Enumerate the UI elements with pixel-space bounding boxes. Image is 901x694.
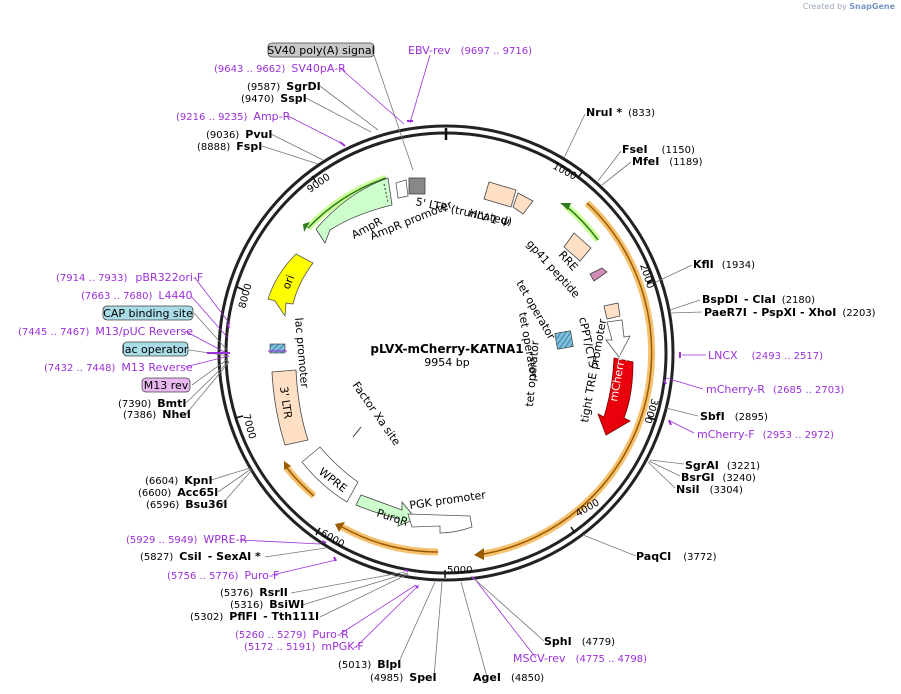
factorxa-label: Factor Xa site (350, 379, 404, 448)
enzyme-nhei: (7386)NheI (123, 408, 191, 421)
enzyme-blpi: (5013)BlpI (338, 658, 401, 671)
enzyme-bmti: (7390)BmtI (118, 397, 186, 410)
sv40-box (408, 177, 426, 195)
cppt-shape (603, 302, 621, 320)
enzyme-rsrii: (5376)RsrII (220, 586, 288, 599)
enzyme-bsu36i: (6596)Bsu36I (146, 498, 227, 511)
hiv1-shape (512, 192, 534, 215)
boxed-labels: SV40 poly(A) signal CAP binding site lac… (102, 42, 375, 393)
pgk-label: PGK promoter (409, 488, 487, 512)
primer-mscv-rev: MSCV-rev(4775 .. 4798) (513, 652, 647, 665)
enzyme-paqci: PaqCI(3772) (636, 550, 717, 563)
tick-label-6000: 6000 (319, 528, 347, 550)
enzyme-bsrgi: BsrGI(3240) (681, 471, 756, 484)
enzyme-fspi: (8888)FspI (197, 140, 262, 153)
enzyme-sgrai: SgrAI(3221) (685, 459, 760, 472)
primer-pbr322ori-f: (7914 .. 7933)pBR322ori-F (56, 271, 203, 284)
plasmid-name: pLVX-mCherry-KATNA1 (370, 342, 523, 356)
tick-label-8000: 8000 (237, 282, 254, 309)
enzyme-nrui: NruI *(833) (586, 106, 655, 119)
feature-shapes (267, 177, 634, 534)
enzyme-pflfi: (5302)PflFI- Tth111I (190, 610, 319, 623)
primer-wpre-r: (5929 .. 5949)WPRE-R (126, 533, 247, 546)
lacprom-label: lac promoter (292, 317, 311, 389)
tick-label-9000: 9000 (305, 172, 332, 196)
enzyme-csii: (5827)CsiI- SexAI * (140, 550, 261, 563)
lac-operator-shape (269, 343, 286, 354)
enzyme-labels: NruI *(833) FseI(1150) MfeI(1189) KflI(1… (118, 80, 876, 684)
leader-lines (184, 54, 706, 678)
enzyme-spei: (4985)SpeI (370, 671, 437, 684)
rre-shape (563, 232, 592, 262)
primer-puro-r: (5260 .. 5279)Puro-R (235, 628, 349, 641)
primer-l4440: (7663 .. 7680)L4440 (81, 289, 193, 302)
enzyme-pvui: (9036)PvuI (206, 128, 272, 141)
primer-mcherry-r: mCherry-R(2685 .. 2703) (706, 383, 844, 396)
plasmid-size: 9954 bp (424, 356, 469, 369)
enzyme-paer7i: PaeR7I- PspXI - XhoI(2203) (704, 306, 876, 319)
primer-puro-f: (5756 .. 5776)Puro-F (167, 569, 279, 582)
primer-mcherry-f: mCherry-F(2953 .. 2972) (697, 428, 834, 441)
pgk-shape (407, 513, 473, 534)
enzyme-sspi: (9470)SspI (241, 92, 307, 105)
enzyme-sphi: SphI(4779) (544, 635, 615, 648)
ori-label: ori (280, 273, 297, 291)
enzyme-bsiwi: (5316)BsiWI (230, 598, 304, 611)
tetop-shape (554, 330, 574, 350)
orf-arcs (284, 174, 656, 560)
primer-m13-rev: (7432 .. 7448)M13 Reverse (44, 361, 193, 374)
enzyme-sbfi: SbfI(2895) (700, 410, 768, 423)
enzyme-mfei: MfeI(1189) (632, 155, 703, 168)
snapgene-watermark: Created by SnapGene (802, 2, 895, 11)
enzyme-kpni: (6604)KpnI (145, 474, 213, 487)
ltr5-shape (483, 181, 517, 208)
ltr3-shape (271, 369, 309, 446)
puror-shape (355, 494, 417, 527)
tre-arrow (605, 319, 631, 358)
enzyme-agei: AgeI(4850) (473, 671, 544, 684)
ori-arrow (267, 253, 314, 318)
ampr-arrow (315, 177, 393, 244)
enzyme-bspdi: BspDI- ClaI(2180) (702, 293, 815, 306)
tick-label-5000: 5000 (447, 565, 472, 576)
mcherry-arrow (597, 357, 634, 436)
primer-labels: EBV-rev(9697 .. 9716) (9643 .. 9662)SV40… (18, 44, 844, 665)
enzyme-fsei: FseI(1150) (622, 143, 695, 156)
primer-sv40pa-r: (9643 .. 9662)SV40pA-R (214, 62, 346, 75)
tetop3-label: tet operator (523, 340, 542, 408)
ltr3-label: 3' LTR (277, 386, 294, 420)
m13rev-label: M13 rev (144, 379, 189, 392)
sv40-label: SV40 poly(A) signal (267, 44, 374, 57)
enzyme-sgrdi: (9587)SgrDI (247, 80, 321, 93)
gp41-shape (589, 267, 608, 282)
backbone-ticks (234, 128, 657, 578)
primer-amp-r: (9216 .. 9235)Amp-R (176, 110, 291, 123)
primer-ebv-rev: EBV-rev(9697 .. 9716) (408, 44, 532, 57)
lacop-label: lac operator (122, 343, 189, 356)
enzyme-kfli: KflI(1934) (693, 258, 755, 271)
primer-mpgk-f: (5172 .. 5191)mPGK-F (244, 640, 364, 653)
amppromoter-arrow (395, 179, 409, 199)
plasmid-title: pLVX-mCherry-KATNA1 9954 bp (370, 342, 523, 369)
primer-m13puc-rev: (7445 .. 7467)M13/pUC Reverse (18, 325, 193, 338)
primer-marks (207, 120, 681, 589)
enzyme-nsii: NsiI(3304) (676, 483, 743, 496)
cap-label: CAP binding site (103, 307, 193, 320)
enzyme-acc65i: (6600)Acc65I (138, 486, 218, 499)
primer-lncx: LNCX(2493 .. 2517) (708, 349, 823, 362)
wpre-shape (301, 446, 359, 503)
